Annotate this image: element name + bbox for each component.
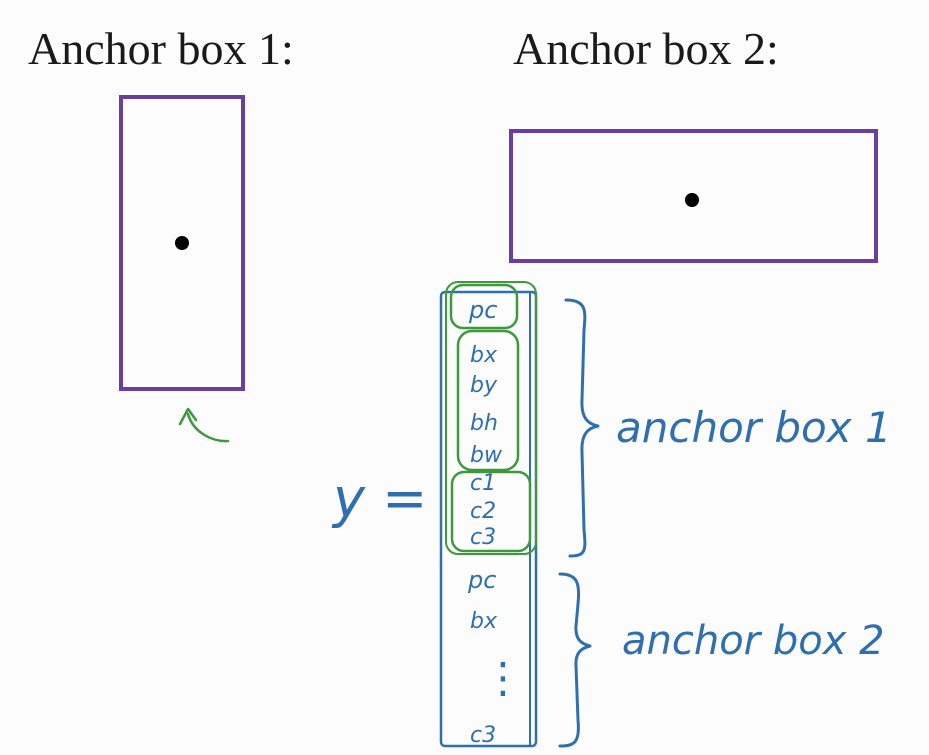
anchor2-brace [558,572,592,748]
anchor-box-2-shape [509,129,878,263]
group-bbox-outline [456,329,520,472]
group-classes-outline [450,470,532,553]
curved-arrow-icon [186,412,230,443]
anchor-box-1-brace-label: anchor box 1 [616,403,892,452]
vector-entry-bx: bx [470,343,498,368]
anchor-box-2-center-dot [685,193,699,207]
vector-entry-c1: c1 [470,471,496,496]
anchor1-brace [564,298,600,558]
group-pc-outline [449,283,519,330]
vector-ellipsis: ⋮ [482,653,524,702]
anchor-box-2-title: Anchor box 2: [513,23,779,74]
vector-entry-pc: pc [468,296,497,324]
anchor1-slot-outline [445,281,537,555]
vector-entry-bh: bh [470,411,498,436]
vector-entry-bx-2: bx [470,609,498,634]
vector-entry-c2: c2 [470,499,496,524]
vector-entry-c3-2: c3 [470,723,496,748]
vector-entry-bw: bw [470,443,503,468]
curved-arrow-head [178,407,198,426]
vector-entry-by: by [470,373,498,398]
anchor-box-1-title: Anchor box 1: [28,23,294,74]
vector-entry-pc-2: pc [467,566,496,594]
anchor-box-1-center-dot [175,236,189,250]
y-equals-label: y = [331,467,427,530]
anchor-box-2-brace-label: anchor box 2 [622,618,885,664]
anchor-box-1-shape [119,95,245,391]
vector-entry-c3: c3 [470,525,496,550]
